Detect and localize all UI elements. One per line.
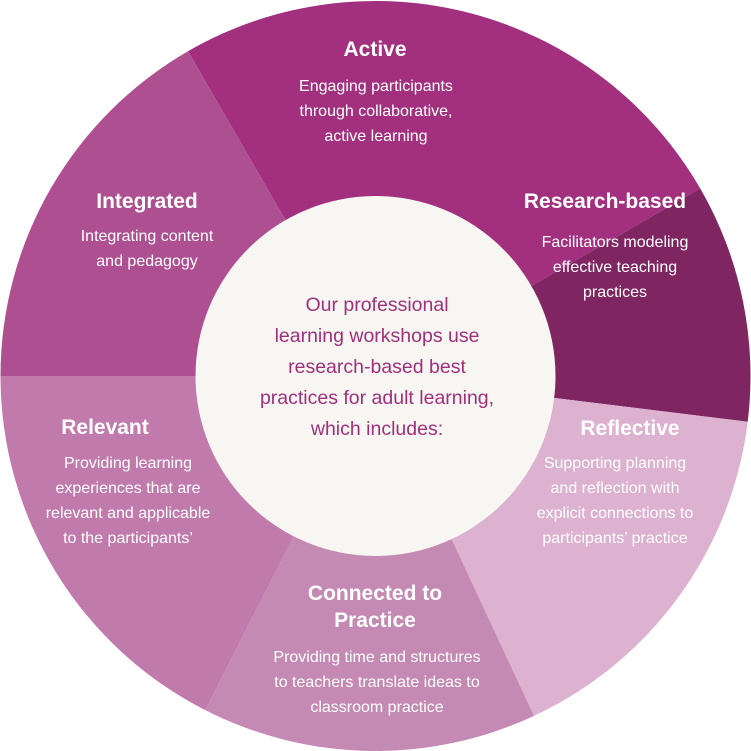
center-circle xyxy=(195,196,556,556)
segment-relevant-title: Relevant xyxy=(61,416,149,439)
segment-active-wedge xyxy=(188,0,701,376)
segment-relevant-description: Providing learning experiences that are … xyxy=(45,455,211,547)
segment-integrated-title: Integrated xyxy=(96,190,198,213)
segment-research-based-description: Facilitators modeling effective teaching… xyxy=(541,234,689,301)
segment-active-description: Engaging participants through collaborat… xyxy=(299,78,453,145)
segment-reflective-title: Reflective xyxy=(580,417,680,440)
segment-integrated-description: Integrating content and pedagogy xyxy=(80,228,214,270)
segment-connected-wedge xyxy=(205,376,534,751)
center-statement: Our professional learning workshops use … xyxy=(259,294,495,440)
segment-active-title: Active xyxy=(343,38,407,61)
segment-connected-title: Connected to Practice xyxy=(307,582,443,632)
segment-reflective-description: Supporting planning and reflection with … xyxy=(536,455,694,547)
segment-connected-description: Providing time and structures to teacher… xyxy=(273,649,481,716)
segment-research-based-title: Research-based xyxy=(523,190,687,213)
